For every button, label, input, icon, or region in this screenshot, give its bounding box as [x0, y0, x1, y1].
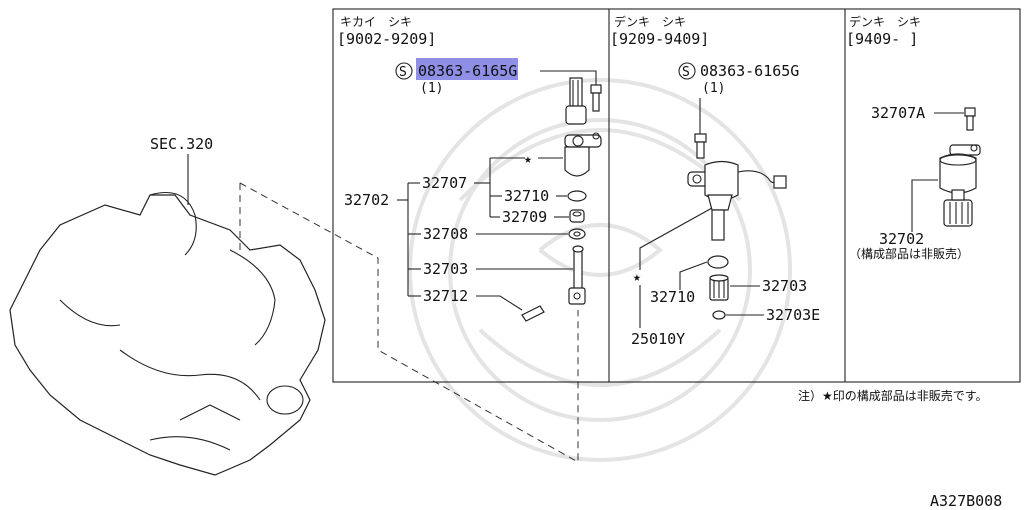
label-32710: 32710 — [650, 288, 695, 306]
bolt-s-symbol — [395, 62, 413, 80]
pin-32712 — [521, 305, 545, 322]
washer-32708 — [568, 228, 586, 240]
bolt-s-letter: S — [682, 65, 690, 80]
star-mark: ★ — [524, 152, 532, 167]
bolt-s-symbol — [678, 62, 696, 80]
speedometer-cable-end — [565, 77, 587, 125]
diagram-id: A327B008 — [930, 492, 1002, 510]
label-32712: 32712 — [423, 287, 468, 305]
bolt-08363 — [590, 84, 602, 112]
leader-line — [911, 179, 938, 232]
bolt-part-code[interactable]: 08363-6165G — [700, 62, 799, 80]
section-range-electric-1: [9209-9409] — [610, 30, 709, 48]
section-range-mechanical: [9002-9209] — [337, 30, 436, 48]
label-32703: 32703 — [762, 277, 807, 295]
label-32710: 32710 — [504, 187, 549, 205]
o-ring-32710 — [707, 255, 729, 269]
sensor-assembly-32702 — [939, 144, 981, 227]
leader-line — [540, 70, 597, 85]
star-mark: ★ — [633, 270, 641, 285]
transmission-illustration — [9, 191, 326, 476]
label-32702: 32702 — [344, 191, 389, 209]
label-32707: 32707 — [422, 174, 467, 192]
diagram-frame — [332, 8, 1021, 383]
label-32702: 32702 — [879, 230, 924, 248]
clip-32703E — [712, 310, 726, 320]
pinion-gear-32703 — [709, 274, 729, 301]
label-25010Y: 25010Y — [631, 330, 685, 348]
part-number-highlight[interactable] — [416, 58, 518, 80]
bolt-08363 — [694, 133, 707, 159]
not-sold-note: （構成部品は非販売） — [849, 246, 969, 261]
section-title-electric-1: デンキ シキ — [614, 14, 686, 29]
section-range-electric-2: [9409- ] — [846, 30, 918, 48]
leader-line — [639, 207, 713, 270]
leader-line — [679, 261, 708, 290]
section-title-mechanical: キカイ シキ — [340, 15, 412, 29]
label-32708: 32708 — [423, 225, 468, 243]
bolt-part-code[interactable]: 08363-6165G — [418, 62, 517, 80]
label-32707A: 32707A — [871, 104, 925, 122]
o-ring-32710 — [567, 190, 587, 202]
bolt-s-letter: S — [399, 65, 407, 80]
pinion-housing-32707 — [564, 132, 602, 177]
label-32703: 32703 — [423, 260, 468, 278]
speed-sensor-25010Y — [687, 160, 787, 241]
bolt-quantity: (1) — [702, 81, 725, 96]
bolt-32707A — [964, 107, 976, 131]
pinion-shaft-32703 — [568, 245, 586, 305]
section-reference: SEC.320 — [150, 135, 213, 153]
seal-32709 — [569, 209, 585, 223]
section-title-electric-2: デンキ シキ — [849, 14, 921, 29]
bolt-quantity: (1) — [420, 81, 443, 96]
label-32709: 32709 — [502, 208, 547, 226]
label-32703E: 32703E — [766, 306, 820, 324]
leader-line — [476, 295, 523, 311]
footnote: 注）★印の構成部品は非販売です。 — [798, 388, 988, 403]
projection-line — [239, 182, 579, 463]
